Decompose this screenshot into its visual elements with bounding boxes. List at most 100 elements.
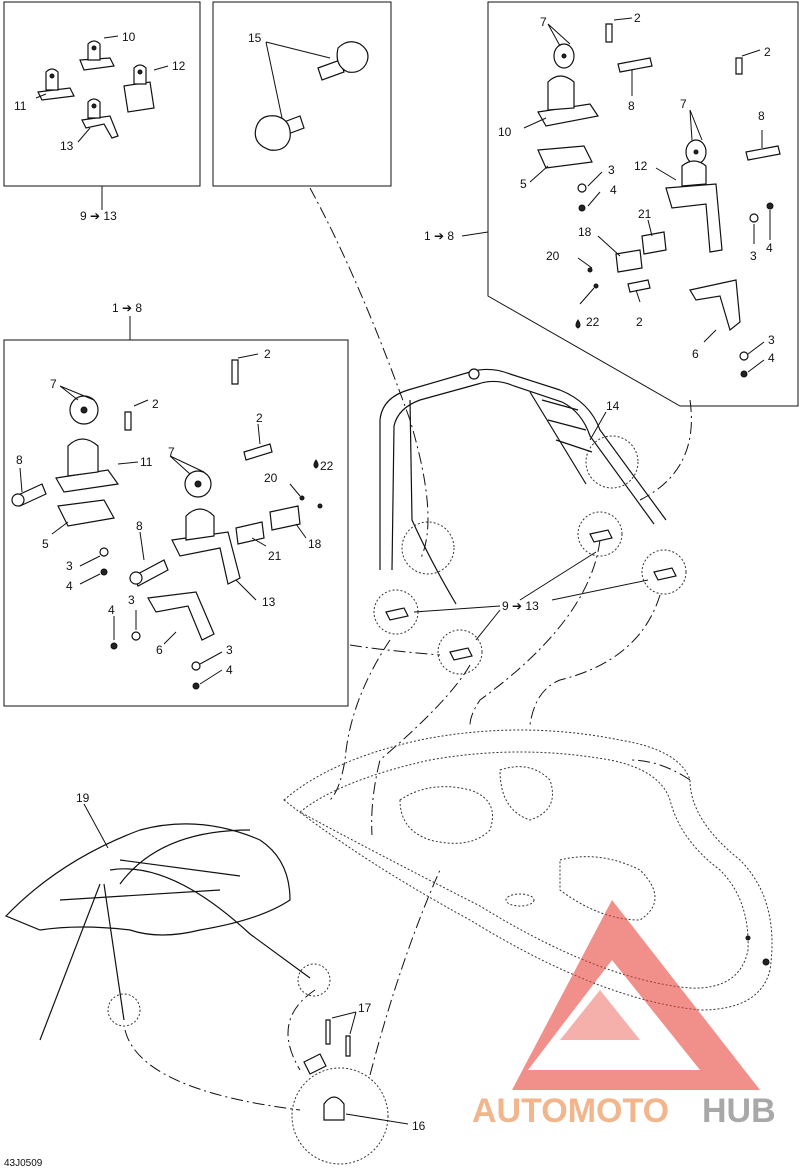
nut-part-4c (740, 370, 748, 378)
base-callout-16: 16 (412, 1119, 426, 1133)
callout-10: 10 (122, 30, 136, 44)
callout-7: 7 (168, 445, 175, 459)
watermark-triangle-logo (512, 900, 760, 1090)
drop-icon (313, 459, 319, 469)
panel-top-left: 10 11 12 13 9 ➔ 13 (3, 1, 201, 223)
clamp-part-18 (269, 505, 301, 531)
callout-13: 13 (60, 139, 74, 153)
callout-21: 21 (638, 207, 652, 221)
bolt-head-8a (11, 493, 25, 507)
callout-3: 3 (608, 163, 615, 177)
callout-3: 3 (66, 559, 73, 573)
callout-2: 2 (634, 11, 641, 25)
callout-13: 13 (262, 595, 276, 609)
callout-18: 18 (578, 225, 592, 239)
callout-7: 7 (540, 15, 547, 29)
pulley-part-7b (184, 470, 212, 498)
callout-12: 12 (172, 59, 186, 73)
watermark: AUTOMOTO HUB (472, 900, 776, 1130)
callout-5: 5 (42, 537, 49, 551)
knob-part-15a (317, 41, 369, 81)
screw-part-20 (299, 495, 305, 501)
callout-4: 4 (108, 603, 115, 617)
knob-part-15b (254, 115, 305, 151)
washer-part-3b (131, 631, 141, 641)
clamp-part-18 (615, 249, 643, 273)
callout-10: 10 (498, 125, 512, 139)
screw-part-2b (735, 57, 743, 75)
range-label-1-8: 1 ➔ 8 (424, 229, 454, 243)
callout-3: 3 (750, 249, 757, 263)
bolt-head-8b (129, 571, 143, 585)
bolt-part-8b (745, 145, 781, 161)
callout-7: 7 (50, 377, 57, 391)
screw-part-20 (587, 267, 593, 273)
callout-20: 20 (264, 471, 278, 485)
callout-4: 4 (226, 663, 233, 677)
boat-hull (283, 729, 773, 1011)
base-part-16 (323, 1096, 345, 1121)
nut-part-4c (192, 682, 200, 690)
callout-3: 3 (226, 643, 233, 657)
callout-21: 21 (268, 549, 282, 563)
callout-4: 4 (768, 351, 775, 365)
tower-callout-14: 14 (606, 399, 620, 413)
screw-part-20b (593, 283, 599, 289)
bolt-part-8a (617, 57, 653, 73)
watermark-text-hub: HUB (702, 1092, 776, 1130)
bimini-callout-19: 19 (76, 791, 90, 805)
callout-3: 3 (768, 333, 775, 347)
plate-part-5 (57, 499, 115, 527)
pulley-part-7a (69, 395, 99, 425)
base-detail: 17 16 (291, 1001, 426, 1165)
panel-top-right: 7 2 2 8 10 7 8 12 3 5 4 21 18 20 3 4 2 2… (424, 1, 799, 407)
screw-part-20b (317, 503, 323, 509)
pulley-part-7a (553, 43, 575, 69)
callout-6: 6 (692, 347, 699, 361)
bracket-part-13 (171, 508, 241, 585)
washer-part-3b (749, 213, 759, 223)
callout-15: 15 (248, 31, 262, 45)
screw-part-17a (325, 1019, 331, 1045)
guide-lines (124, 187, 692, 1111)
panel-top-center: 15 (212, 1, 392, 187)
bracket-part-6 (689, 279, 741, 332)
clip-range-label: 9 ➔ 13 (502, 599, 539, 613)
callout-11: 11 (140, 455, 153, 469)
callout-2: 2 (636, 315, 643, 329)
callout-2: 2 (152, 397, 159, 411)
detail-circle (401, 521, 455, 575)
callout-6: 6 (156, 643, 163, 657)
plate-part-21 (641, 231, 667, 255)
callout-8: 8 (136, 519, 143, 533)
panel-frame (212, 1, 392, 187)
callout-7: 7 (680, 97, 687, 111)
clip-details: 9 ➔ 13 (373, 511, 687, 675)
screw-part-2b (231, 359, 239, 385)
callout-22: 22 (586, 315, 600, 329)
callout-2: 2 (256, 411, 263, 425)
watermark-text-auto: AUTOMOTO (472, 1092, 669, 1130)
bracket-part-12 (665, 160, 723, 253)
washer-part-3c (739, 351, 749, 361)
callout-8: 8 (758, 109, 765, 123)
callout-20: 20 (546, 249, 560, 263)
range-label-9-13: 9 ➔ 13 (80, 209, 117, 223)
bracket-part-13 (81, 98, 119, 139)
screw-part-17b (345, 1035, 351, 1057)
range-label-1-8: 1 ➔ 8 (112, 301, 142, 315)
callout-4: 4 (766, 241, 773, 255)
pulley-part-7b (685, 139, 707, 165)
panel-frame (3, 1, 201, 187)
callout-3: 3 (128, 593, 135, 607)
washer-part-3a (99, 547, 109, 557)
panel-middle-left: 1 ➔ 8 (3, 301, 349, 707)
callout-8: 8 (16, 453, 23, 467)
washer-part-3c (191, 661, 201, 671)
panel-frame (487, 1, 799, 407)
tower-knob (468, 368, 480, 380)
drop-icon (575, 319, 581, 329)
nut-part-4a (100, 568, 108, 576)
plate-part-21 (235, 521, 265, 545)
